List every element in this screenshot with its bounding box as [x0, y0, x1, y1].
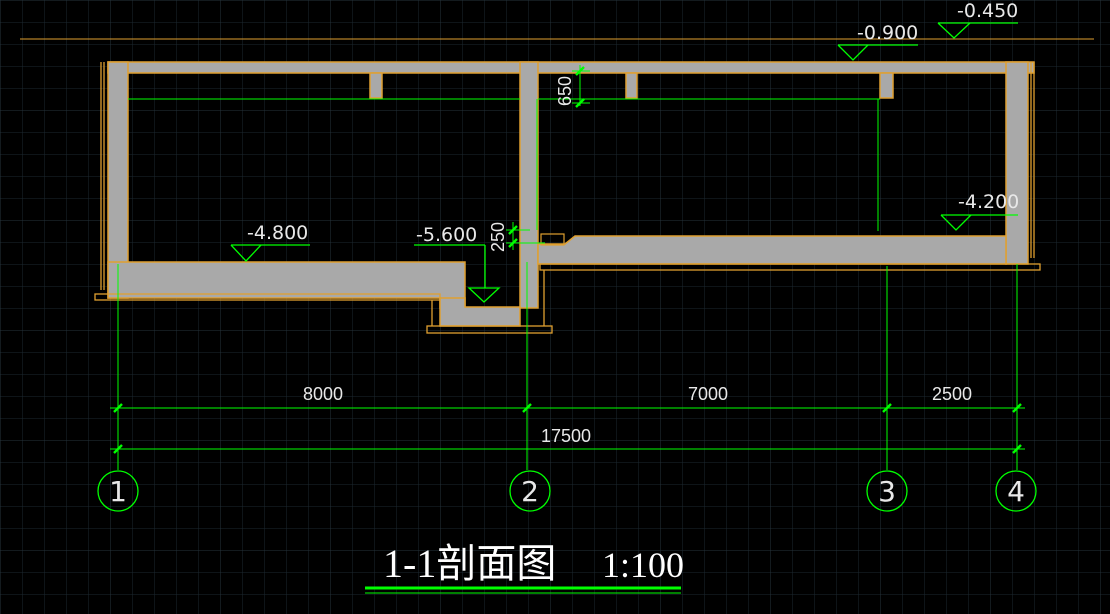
axis-bubble-1: [97, 470, 139, 512]
dim-beam-depth: 650: [555, 76, 575, 106]
elevation-top: -0.450: [957, 0, 1018, 22]
dimension-lines: [110, 65, 1025, 470]
axis-label-3: 3: [878, 475, 896, 508]
top-slab: [107, 61, 1035, 74]
axis-label-2: 2: [521, 475, 539, 508]
elevation-upper: -0.900: [857, 22, 918, 44]
dimension-ticks: [113, 66, 1022, 454]
outer-lines: [94, 62, 1041, 334]
axis-label-4: 4: [1007, 475, 1025, 508]
beam-1: [369, 72, 383, 99]
inner-lines: [128, 98, 880, 231]
axis-label-1: 1: [109, 475, 127, 508]
beam-3: [879, 72, 894, 99]
axis-bubble-2: [509, 470, 551, 512]
axis-bubble-3: [866, 470, 908, 512]
beam-2: [625, 72, 638, 99]
right-wall: [1005, 61, 1029, 265]
dim-span-3: 2500: [932, 384, 972, 404]
dim-step-height: 250: [488, 222, 508, 252]
elevation-left-floor: -4.800: [247, 222, 308, 244]
step-pad: [540, 233, 565, 246]
elevation-symbols: [230, 22, 1018, 303]
drawing-scale: 1:100: [602, 545, 684, 585]
pit-footing: [426, 325, 553, 334]
concrete-section: [107, 61, 1035, 327]
dim-span-1: 8000: [303, 384, 343, 404]
right-bottom-slab: [537, 235, 1007, 265]
dim-span-2: 7000: [688, 384, 728, 404]
middle-wall: [519, 61, 539, 309]
elevation-right-floor: -4.200: [958, 191, 1019, 213]
right-footing: [539, 263, 1041, 271]
axis-bubbles: [97, 470, 1037, 512]
dim-total: 17500: [541, 426, 591, 446]
drawing-title: 1-1剖面图: [383, 541, 556, 586]
left-footing: [94, 293, 441, 301]
elevation-pit: -5.600: [416, 224, 477, 246]
axis-bubble-4: [995, 470, 1037, 512]
